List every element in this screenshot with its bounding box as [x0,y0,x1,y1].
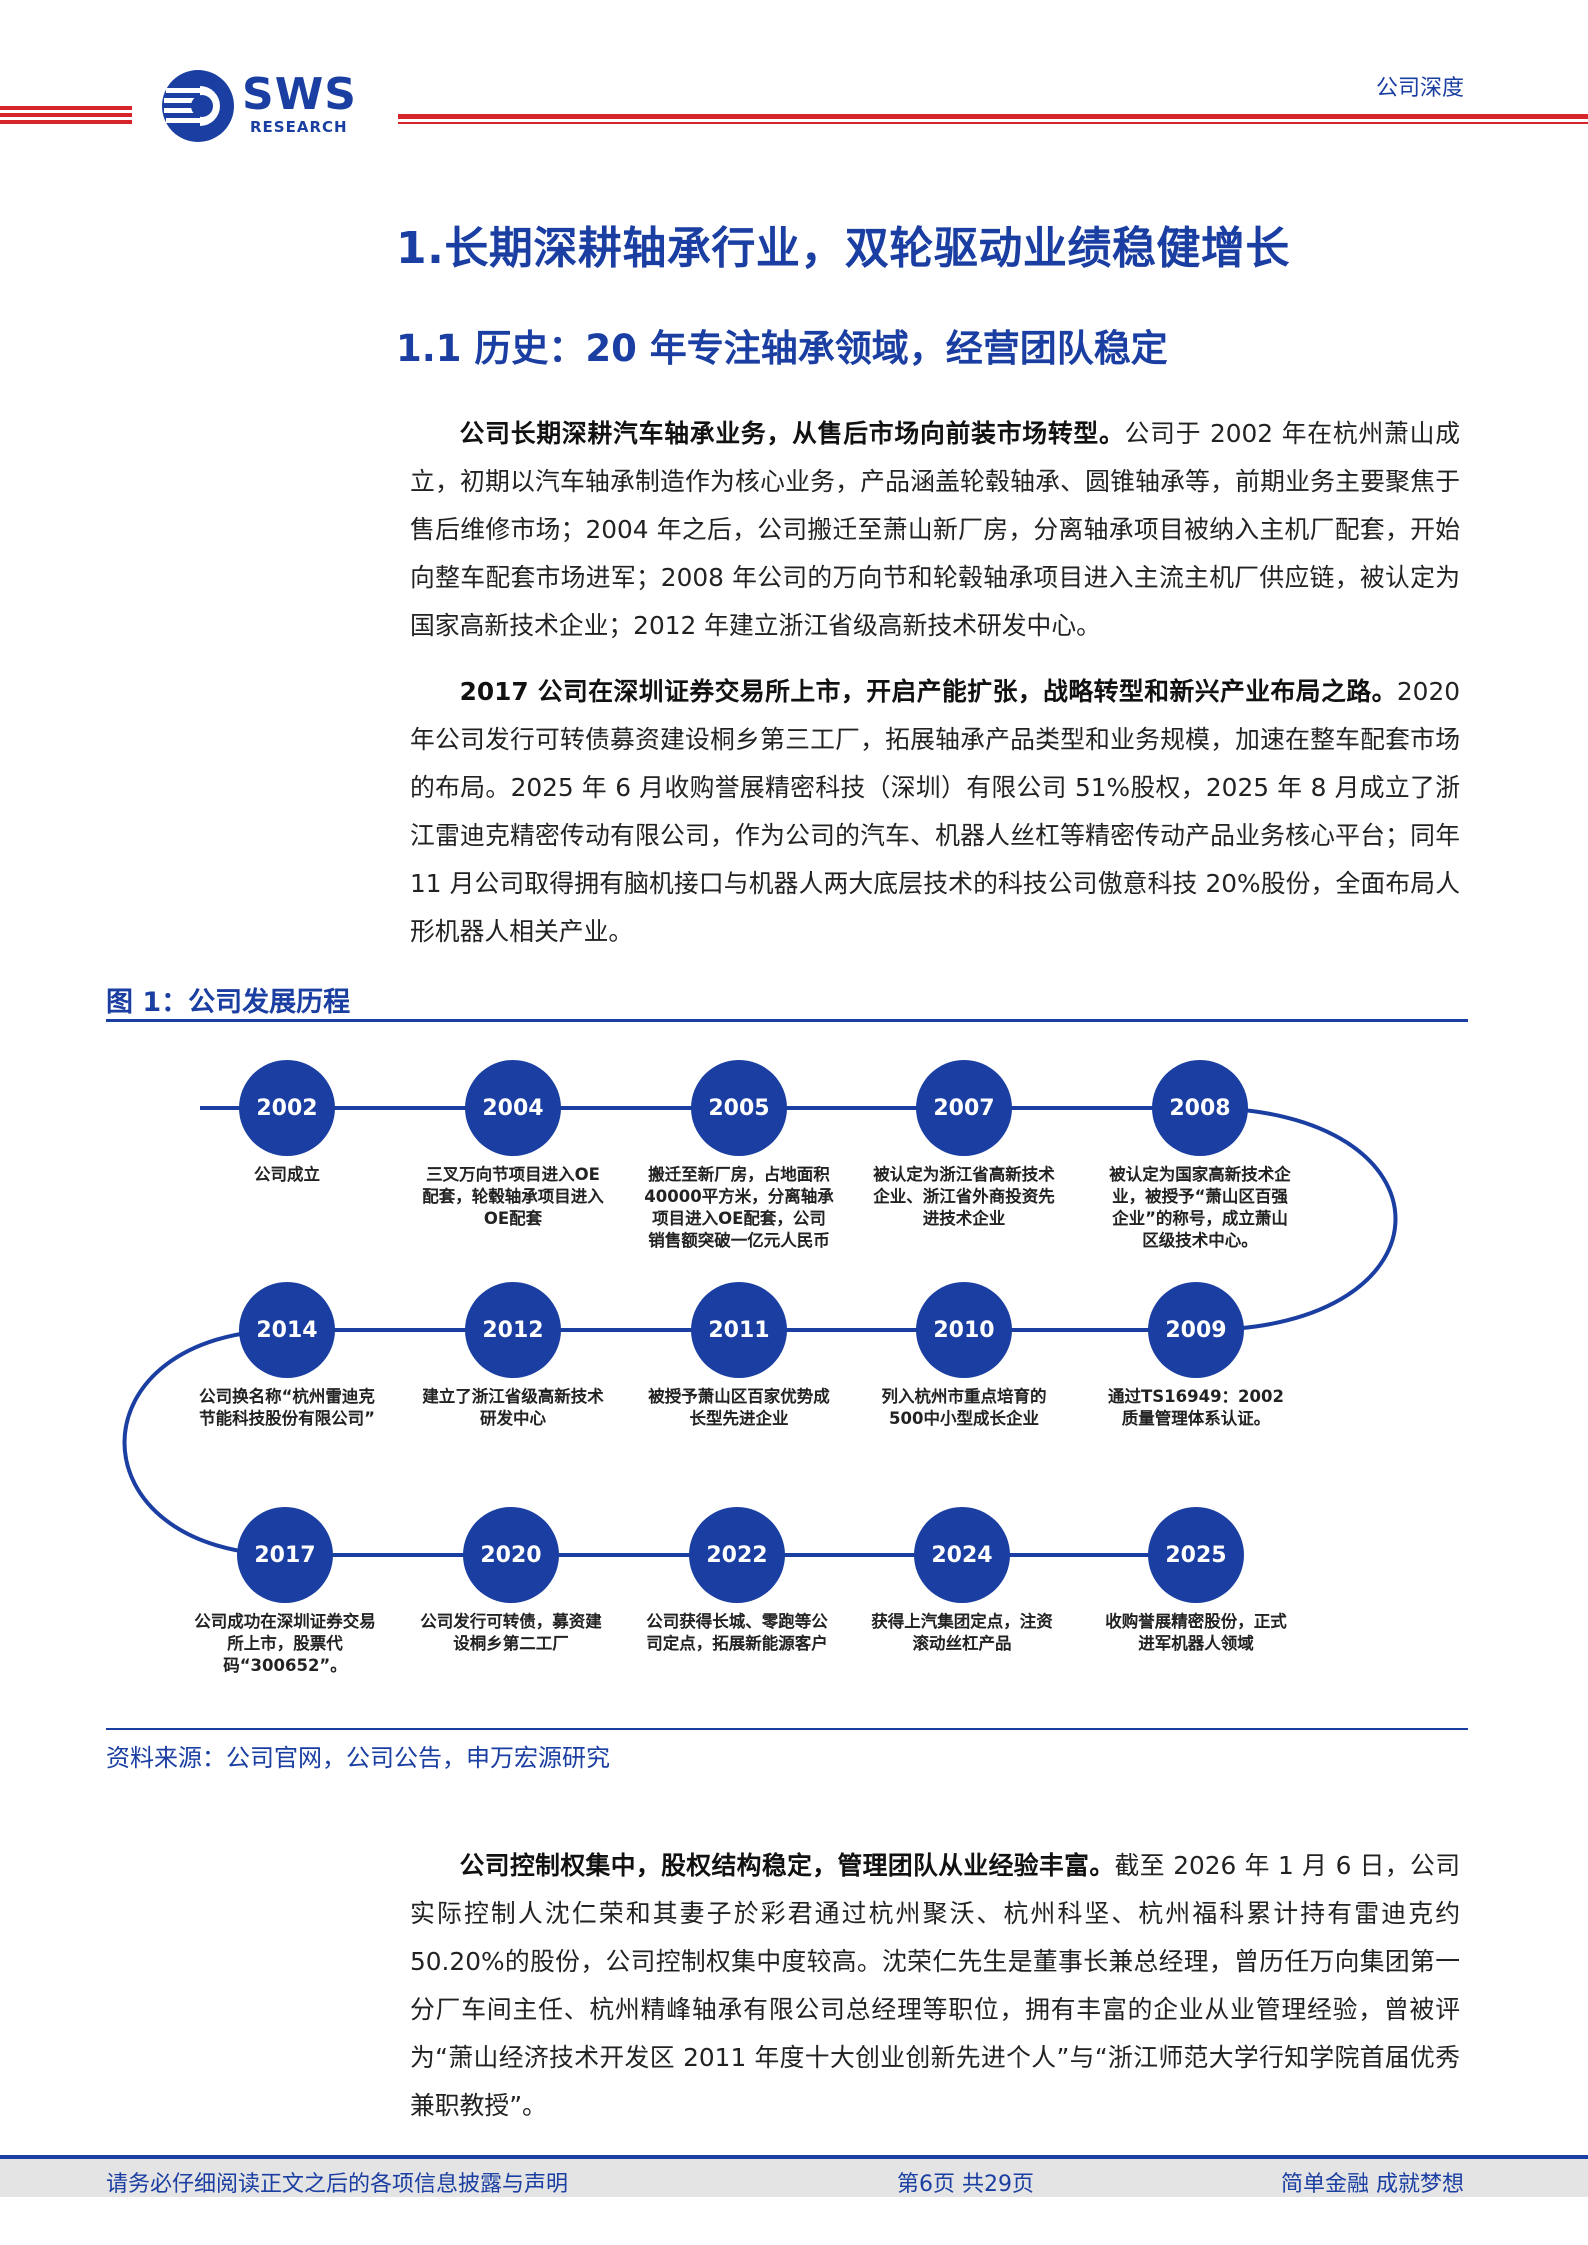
milestone-desc-2004: 三叉万向节项目进入OE配套，轮毂轴承项目进入OE配套 [422,1165,604,1228]
milestone-desc-2012: 建立了浙江省级高新技术研发中心 [422,1387,604,1428]
figure-title: 图 1：公司发展历程 [106,987,351,1018]
figure-bottom-rule [106,1728,1468,1730]
paragraph-3: 公司控制权集中，股权结构稳定，管理团队从业经验丰富。截至 2026 年 1 月 … [410,1842,1460,2130]
milestone-year-2025: 2025 [1148,1507,1244,1603]
report-type-tag: 公司深度 [1375,76,1464,101]
milestone-desc-2005: 搬迁至新厂房，占地面积40000平方米，分离轴承项目进入OE配套，公司销售额突破… [644,1165,834,1250]
milestone-year-2007: 2007 [916,1060,1012,1156]
milestone-year-2004: 2004 [465,1060,561,1156]
milestone-desc-2022: 公司获得长城、零跑等公司定点，拓展新能源客户 [646,1612,828,1653]
logo-wordmark: SWS [242,69,357,120]
milestone-year-2009: 2009 [1148,1282,1244,1378]
footer-slogan: 简单金融 成就梦想 [1281,2172,1464,2197]
milestone-year-2011: 2011 [691,1282,787,1378]
milestone-desc-2011: 被授予萧山区百家优势成长型先进企业 [648,1387,830,1428]
footer-page-number: 第6页 共29页 [897,2172,1034,2197]
milestone-year-2024: 2024 [914,1507,1010,1603]
figure-source: 资料来源：公司官网，公司公告，申万宏源研究 [106,1744,610,1772]
header-red-stripes-right [398,114,1588,132]
paragraph-1-body: 公司于 2002 年在杭州萧山成立，初期以汽车轴承制造作为核心业务，产品涵盖轮毂… [410,419,1460,640]
paragraph-3-lead: 公司控制权集中，股权结构稳定，管理团队从业经验丰富。 [459,1851,1115,1880]
figure-top-rule [106,1019,1468,1022]
footer-disclaimer: 请务必仔细阅读正文之后的各项信息披露与声明 [106,2172,569,2197]
milestone-year-2008: 2008 [1152,1060,1248,1156]
milestone-year-2014: 2014 [239,1282,335,1378]
paragraph-2-body: 2020 年公司发行可转债募资建设桐乡第三工厂，拓展轴承产品类型和业务规模，加速… [410,677,1460,946]
logo-subtitle: RESEARCH [250,118,348,136]
sws-logo: SWS RESEARCH [160,68,400,148]
paragraph-1: 公司长期深耕汽车轴承业务，从售后市场向前装市场转型。公司于 2002 年在杭州萧… [410,410,1460,650]
milestone-year-2005: 2005 [691,1060,787,1156]
milestone-desc-2020: 公司发行可转债，募资建设桐乡第二工厂 [420,1612,602,1653]
milestone-desc-2002: 公司成立 [254,1165,320,1184]
footer-band [0,2155,1588,2197]
milestone-desc-2017: 公司成功在深圳证券交易所上市，股票代码“300652”。 [194,1612,376,1675]
paragraph-1-lead: 公司长期深耕汽车轴承业务，从售后市场向前装市场转型。 [459,419,1125,448]
milestone-desc-2010: 列入杭州市重点培育的500中小型成长企业 [881,1387,1047,1428]
milestone-desc-2008: 被认定为国家高新技术企业，被授予“萧山区百强企业”的称号，成立萧山区级技术中心。 [1109,1165,1291,1250]
paragraph-2-lead: 2017 公司在深圳证券交易所上市，开启产能扩张，战略转型和新兴产业布局之路。 [459,677,1397,706]
paragraph-2: 2017 公司在深圳证券交易所上市，开启产能扩张，战略转型和新兴产业布局之路。2… [410,668,1460,956]
milestone-year-2002: 2002 [239,1060,335,1156]
milestone-year-2010: 2010 [916,1282,1012,1378]
milestone-year-2012: 2012 [465,1282,561,1378]
section-heading: 1.长期深耕轴承行业，双轮驱动业绩稳健增长 [396,223,1290,274]
milestone-desc-2007: 被认定为浙江省高新技术企业、浙江省外商投资先进技术企业 [873,1165,1055,1228]
milestone-desc-2025: 收购誉展精密股份，正式进军机器人领域 [1105,1612,1287,1653]
milestone-desc-2024: 获得上汽集团定点，注资滚动丝杠产品 [871,1612,1053,1653]
subsection-heading: 1.1 历史：20 年专注轴承领域，经营团队稳定 [396,327,1168,370]
paragraph-3-body: 截至 2026 年 1 月 6 日，公司实际控制人沈仁荣和其妻子於彩君通过杭州聚… [410,1851,1460,2120]
milestone-desc-2009: 通过TS16949：2002质量管理体系认证。 [1108,1387,1284,1428]
header-red-stripes-left [0,106,132,124]
milestone-year-2020: 2020 [463,1507,559,1603]
milestone-year-2022: 2022 [689,1507,785,1603]
milestone-year-2017: 2017 [237,1507,333,1603]
sws-logo-mark-icon [162,70,234,142]
milestone-desc-2014: 公司换名称“杭州雷迪克节能科技股份有限公司” [199,1387,375,1428]
